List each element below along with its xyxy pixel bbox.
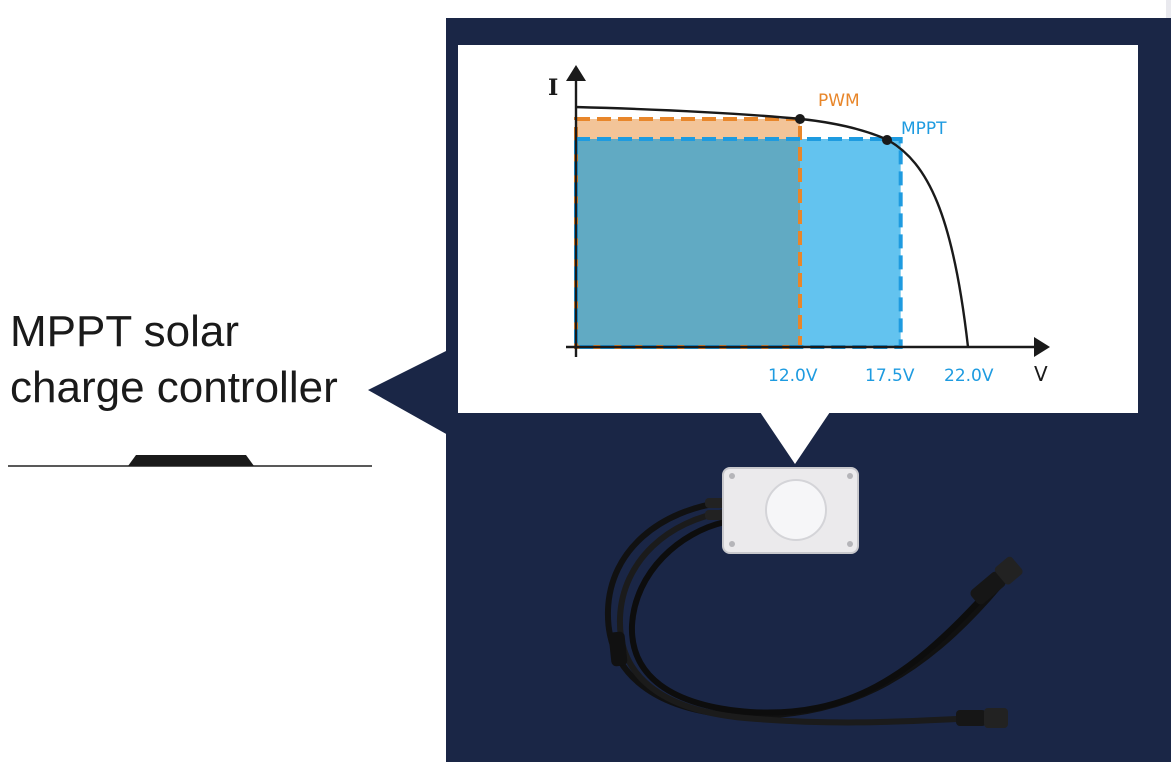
- chart-callout-notch: [760, 412, 830, 464]
- x-tick-17-5v: 17.5V: [865, 366, 915, 386]
- iv-curve: [574, 105, 970, 348]
- x-axis-label: V: [1034, 362, 1048, 386]
- label-line-2: charge controller: [10, 363, 338, 412]
- callout-pointer: [368, 350, 448, 435]
- x-axis-arrow: [1034, 337, 1050, 357]
- mppt-point-label: MPPT: [901, 119, 947, 139]
- pwm-point: [795, 114, 805, 124]
- y-axis-arrow: [566, 65, 586, 81]
- mppt-point: [882, 135, 892, 145]
- label-line-1: MPPT solar: [10, 307, 240, 356]
- y-axis-label: I: [548, 75, 558, 101]
- label-underline: [8, 455, 372, 467]
- pwm-point-label: PWM: [818, 91, 860, 111]
- x-tick-22v: 22.0V: [944, 366, 994, 386]
- junction-box-icon: [604, 467, 1023, 728]
- iv-curve-chart: I V PWM MPPT 12.0V 17.5V 22.0V: [548, 65, 1050, 386]
- product-label: MPPT solar charge controller: [10, 304, 338, 416]
- x-tick-12v: 12.0V: [768, 366, 818, 386]
- overlap-area: [576, 139, 800, 347]
